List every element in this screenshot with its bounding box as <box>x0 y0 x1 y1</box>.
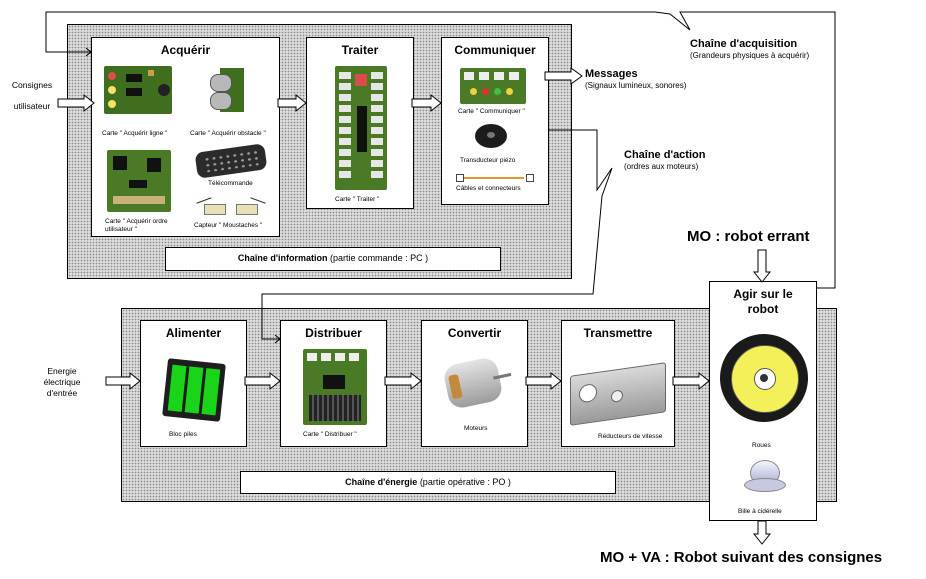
distribuer-card-label: Carte " Distribuer " <box>303 431 357 438</box>
arrow-alimenter-distribuer <box>244 371 281 391</box>
remote-label: Télécommande <box>208 180 253 187</box>
arrow-distribuer-convertir <box>384 371 422 391</box>
mo-va-label: MO + VA : Robot suivant des consignes <box>600 549 883 566</box>
messages-label: Messages(Signaux lumineux, sonores) <box>585 68 687 90</box>
information-chain-sub: (partie commande : PC ) <box>327 253 429 263</box>
acquisition-chain-line <box>45 11 836 289</box>
obstacle-card-label: Carte " Acquérir obstacle " <box>190 130 266 137</box>
ball-caster-image <box>744 458 786 494</box>
energy-chain-sub: (partie opérative : PO ) <box>417 477 511 487</box>
user-order-card-image <box>107 150 171 212</box>
information-chain-title: Chaîne d'information <box>237 253 328 263</box>
wheel-label: Roues <box>752 442 771 449</box>
consignes-label: Consignes utilisateur <box>11 80 53 111</box>
energy-input-label: Energie électrique d'entrée <box>43 366 81 398</box>
block-alimenter: Alimenter Bloc piles <box>140 320 247 447</box>
traiter-card-label: Carte " Traiter " <box>335 196 380 203</box>
cable-label: Câbles et connecteurs <box>456 185 521 192</box>
information-chain-label: Chaîne d'information (partie commande : … <box>165 247 501 271</box>
line-sensor-card-image <box>104 66 172 114</box>
processing-card-image <box>335 66 387 190</box>
arrow-convertir-transmettre <box>525 371 562 391</box>
acquisition-chain-label: Chaîne d'acquisition(Grandeurs physiques… <box>690 38 810 60</box>
mo-label: MO : robot errant <box>687 228 810 245</box>
motor-label: Moteurs <box>464 425 488 432</box>
agir-title-line2: robot <box>747 302 779 316</box>
user-card-label-1: Carte " Acquérir ordre <box>105 218 168 225</box>
piezo-label: Transducteur piézo <box>460 157 516 164</box>
cable-image <box>456 174 534 182</box>
arrow-energy-input <box>105 371 141 391</box>
distribuer-title: Distribuer <box>305 326 362 340</box>
action-chain-label: Chaîne d'action(ordres aux moteurs) <box>624 149 706 171</box>
block-distribuer: Distribuer Carte " Distribuer " <box>280 320 387 447</box>
transmettre-title: Transmettre <box>583 326 653 340</box>
communiquer-card-label: Carte " Communiquer " <box>458 108 525 115</box>
wheel-image <box>720 334 808 422</box>
piezo-buzzer-image <box>475 124 507 148</box>
block-acquerir: Acquérir Carte " Acquérir ligne " Carte … <box>91 37 280 237</box>
block-communiquer: Communiquer Carte " Communiquer " Transd… <box>441 37 549 205</box>
gearbox-label: Réducteurs de vitesse <box>598 433 663 440</box>
block-convertir: Convertir Moteurs <box>421 320 528 447</box>
arrow-mo-va-down <box>752 520 772 545</box>
block-traiter: Traiter Carte " Traiter " <box>306 37 414 209</box>
battery-label: Bloc piles <box>169 431 197 438</box>
communiquer-title: Communiquer <box>454 43 536 57</box>
arrow-transmettre-agir <box>672 371 710 391</box>
acquerir-title: Acquérir <box>160 43 211 57</box>
line-card-label: Carte " Acquérir ligne " <box>102 130 168 137</box>
block-transmettre: Transmettre Réducteurs de vitesse <box>561 320 675 447</box>
traiter-title: Traiter <box>341 43 379 57</box>
alimenter-title: Alimenter <box>165 326 222 340</box>
distribution-card-image <box>303 349 367 425</box>
energy-chain-title: Chaîne d'énergie <box>345 477 418 487</box>
block-agir: Agir sur le robot Roues Bille à cidérell… <box>709 281 817 521</box>
energy-chain-label: Chaîne d'énergie (partie opérative : PO … <box>240 471 616 494</box>
whisker-label: Capteur " Moustaches " <box>194 222 263 229</box>
arrow-mo-down <box>752 249 772 283</box>
user-card-label-2: utilisateur " <box>105 226 137 233</box>
action-chain-line <box>261 129 613 340</box>
agir-title-line1: Agir sur le <box>733 287 793 301</box>
arrow-messages <box>544 67 583 85</box>
arrow-traiter-communiquer <box>411 93 442 113</box>
arrow-acquerir-traiter <box>277 93 307 113</box>
ball-caster-label: Bille à cidérelle <box>738 508 782 515</box>
obstacle-sensor-image <box>210 68 248 112</box>
arrow-consignes-input <box>57 93 95 113</box>
whisker-sensor-image <box>196 197 266 216</box>
communication-card-image <box>460 68 526 104</box>
convertir-title: Convertir <box>447 326 502 340</box>
